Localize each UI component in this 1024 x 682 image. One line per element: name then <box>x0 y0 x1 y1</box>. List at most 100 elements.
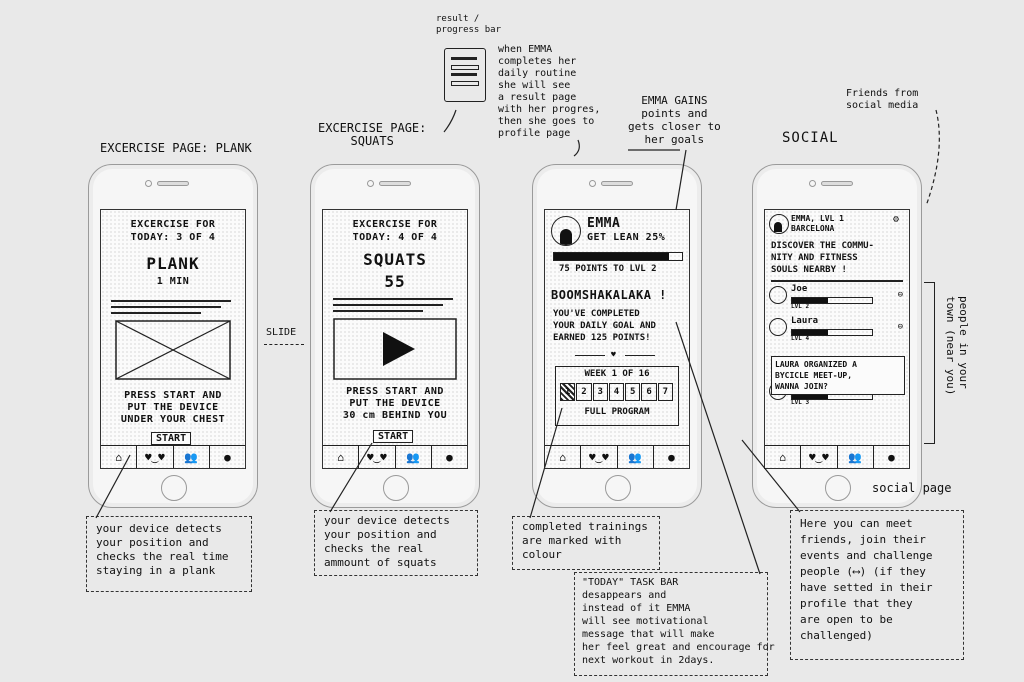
challenge-icon[interactable]: ⊖ <box>897 290 903 300</box>
friends-note: Friends from social media <box>846 88 919 111</box>
day-cell: 7 <box>657 383 673 401</box>
plank-annotation-text: your device detects your position and ch… <box>96 522 229 577</box>
friend-level: LVL 2 <box>791 303 810 310</box>
friend-name: Laura <box>791 316 819 326</box>
plank-header: EXCERCISE FOR TODAY: 3 OF 4 <box>130 219 216 243</box>
play-icon <box>383 332 415 366</box>
squats-annotation <box>314 510 478 576</box>
event-bubble[interactable]: LAURA ORGANIZED A BYCICLE MEET-UP, WANNA… <box>771 356 905 395</box>
slide-arrow <box>264 344 304 345</box>
emoji-icon[interactable]: ♥‿♥ <box>359 446 396 468</box>
friend-level: LVL 3 <box>791 399 810 406</box>
people-note: people in your town (near you) <box>944 296 970 396</box>
social-user: EMMA, LVL 1 BARCELONA <box>791 214 844 233</box>
day-cell: 3 <box>592 383 608 401</box>
home-icon[interactable]: ⌂ <box>323 446 360 468</box>
home-icon[interactable]: ⌂ <box>765 446 802 468</box>
avatar <box>769 214 789 234</box>
profile-icon[interactable]: ● <box>888 450 895 464</box>
emoji-icon[interactable]: ♥‿♥ <box>801 446 838 468</box>
boom-text: BOOMSHAKALAKA ! <box>551 288 667 302</box>
plank-duration: 1 MIN <box>156 276 190 287</box>
result-sketch <box>444 48 486 102</box>
heart-icon: ♥ <box>611 350 616 359</box>
squats-count: 55 <box>384 272 406 291</box>
day-cell: 1 <box>560 383 576 401</box>
home-icon[interactable]: ⌂ <box>545 446 582 468</box>
friend-level-bar <box>791 297 873 304</box>
phone-squats: EXCERCISE FOR TODAY: 4 OF 4 SQUATS 55 PR… <box>310 164 480 508</box>
phone-result: EMMA GET LEAN 25% 75 POINTS TO LVL 2 BOO… <box>532 164 702 508</box>
squats-start-button[interactable]: START <box>373 430 414 443</box>
plank-instructions: PRESS START AND PUT THE DEVICE UNDER YOU… <box>120 390 226 425</box>
profile-goal: GET LEAN 25% <box>587 232 666 243</box>
profile-icon[interactable]: ● <box>224 450 231 464</box>
social-annotation-text: Here you can meet friends, join their ev… <box>800 517 933 642</box>
squats-title: SQUATS <box>363 250 427 269</box>
plank-screen: EXCERCISE FOR TODAY: 3 OF 4 PLANK 1 MIN … <box>100 209 246 469</box>
plank-annotation <box>86 516 252 592</box>
profile-icon[interactable]: ● <box>668 450 675 464</box>
completed-annotation <box>512 516 660 570</box>
plank-tabbar: ⌂ ♥‿♥ 👥 ● <box>101 445 245 468</box>
squats-annotation-text: your device detects your position and ch… <box>324 514 450 569</box>
completed-annotation-text: completed trainings are marked with colo… <box>522 520 648 561</box>
social-tabbar: ⌂ ♥‿♥ 👥 ● <box>765 445 909 468</box>
social-page-label: social page <box>872 481 952 495</box>
today-annotation-text: "TODAY" TASK BAR desappears and instead … <box>582 577 775 666</box>
avatar <box>551 216 581 246</box>
group-icon[interactable]: 👥 <box>618 446 654 468</box>
week-label: WEEK 1 OF 16 <box>584 369 650 379</box>
squats-header: EXCERCISE FOR TODAY: 4 OF 4 <box>352 219 438 243</box>
progress-bar <box>553 252 683 261</box>
result-note-title: result / progress bar <box>436 14 502 35</box>
friend-level: LVL 4 <box>791 335 810 342</box>
result-note: when EMMA completes her daily routine sh… <box>498 44 601 139</box>
social-screen: EMMA, LVL 1 BARCELONA ⚙ DISCOVER THE COM… <box>764 209 910 469</box>
video-placeholder[interactable] <box>333 318 457 380</box>
today-annotation <box>574 572 768 676</box>
settings-icon[interactable]: ⚙ <box>893 214 900 225</box>
plank-page-label: EXCERCISE PAGE: PLANK <box>100 141 252 155</box>
home-icon[interactable]: ⌂ <box>101 446 138 468</box>
result-screen: EMMA GET LEAN 25% 75 POINTS TO LVL 2 BOO… <box>544 209 690 469</box>
phone-social: EMMA, LVL 1 BARCELONA ⚙ DISCOVER THE COM… <box>752 164 922 508</box>
squats-instructions: PRESS START AND PUT THE DEVICE 30 cm BEH… <box>342 386 448 421</box>
slide-label: SLIDE <box>266 327 297 338</box>
day-cell: 6 <box>641 383 657 401</box>
avatar <box>769 318 787 336</box>
squats-screen: EXCERCISE FOR TODAY: 4 OF 4 SQUATS 55 PR… <box>322 209 468 469</box>
social-title: SOCIAL <box>782 130 839 146</box>
day-cell: 2 <box>576 383 592 401</box>
avatar <box>769 286 787 304</box>
squats-tabbar: ⌂ ♥‿♥ 👥 ● <box>323 445 467 468</box>
points-to-level: 75 POINTS TO LVL 2 <box>559 264 657 274</box>
gains-note: EMMA GAINS points and gets closer to her… <box>628 94 721 146</box>
group-icon[interactable]: 👥 <box>174 446 210 468</box>
result-tabbar: ⌂ ♥‿♥ 👥 ● <box>545 445 689 468</box>
people-bracket <box>924 282 935 444</box>
group-icon[interactable]: 👥 <box>838 446 874 468</box>
discover-text: DISCOVER THE COMMU- NITY AND FITNESS SOU… <box>771 241 874 275</box>
program-label: FULL PROGRAM <box>584 407 650 417</box>
phone-plank: EXCERCISE FOR TODAY: 3 OF 4 PLANK 1 MIN … <box>88 164 258 508</box>
friend-level-bar <box>791 329 873 336</box>
plank-start-button[interactable]: START <box>151 432 192 445</box>
result-message: YOU'VE COMPLETED YOUR DAILY GOAL AND EAR… <box>553 309 656 343</box>
day-cell: 5 <box>625 383 641 401</box>
group-icon[interactable]: 👥 <box>396 446 432 468</box>
image-placeholder <box>115 320 231 380</box>
profile-name: EMMA <box>587 216 621 231</box>
day-cell: 4 <box>608 383 625 401</box>
social-annotation <box>790 510 964 660</box>
emoji-icon[interactable]: ♥‿♥ <box>581 446 618 468</box>
squats-page-label: EXCERCISE PAGE: SQUATS <box>318 121 427 148</box>
plank-title: PLANK <box>146 254 200 273</box>
profile-icon[interactable]: ● <box>446 450 453 464</box>
emoji-icon[interactable]: ♥‿♥ <box>137 446 174 468</box>
challenge-icon[interactable]: ⊖ <box>897 322 903 332</box>
friend-name: Joe <box>791 284 808 294</box>
